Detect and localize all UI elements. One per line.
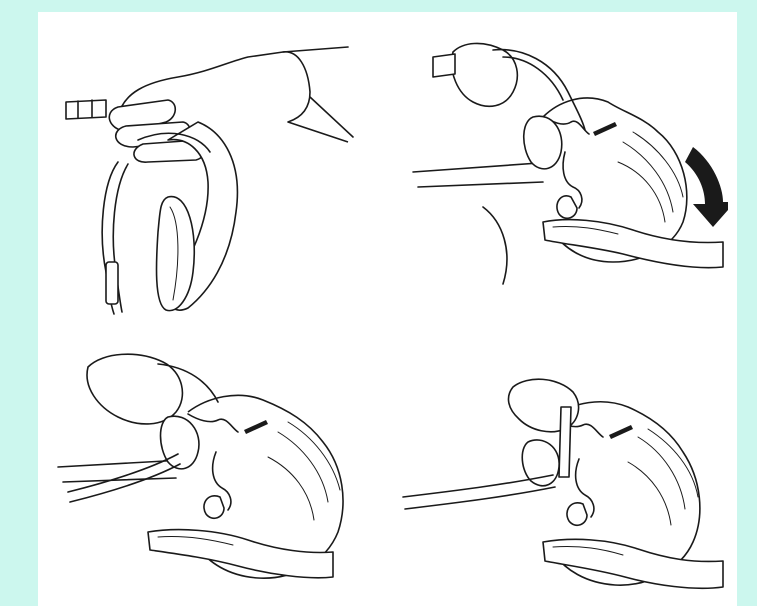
head-tilt-arrow-icon xyxy=(685,147,728,227)
illustration-sheet xyxy=(38,12,737,606)
step-2-panel xyxy=(393,22,728,292)
patient-head-icon xyxy=(393,22,728,292)
airway-device-icon xyxy=(48,22,368,322)
patient-head-icon xyxy=(393,367,728,602)
step-4-panel xyxy=(393,367,728,602)
step-3-panel xyxy=(48,342,368,602)
patient-head-icon xyxy=(48,342,368,602)
step-1-panel xyxy=(48,22,368,322)
